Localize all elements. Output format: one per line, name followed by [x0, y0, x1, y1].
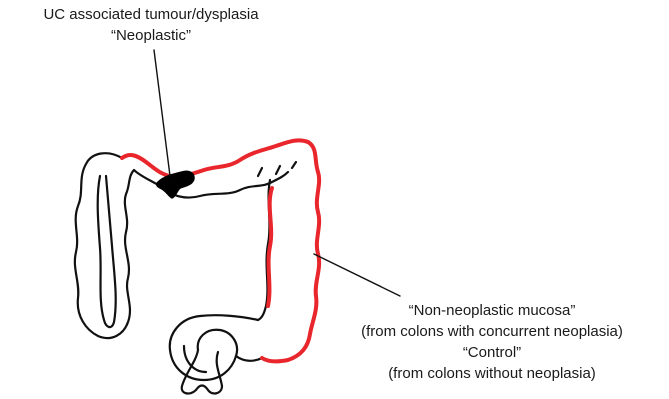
transverse-colon-upper-wall — [122, 140, 308, 176]
ascending-colon-outer-wall — [75, 153, 134, 338]
rectum-lower-wall — [236, 356, 262, 361]
fold-marking-2 — [276, 166, 280, 174]
non-neoplastic-leader-line — [314, 254, 400, 296]
non-neoplastic-highlight — [122, 140, 319, 361]
descending-colon-red-inner-wall — [268, 188, 272, 306]
appendix — [98, 176, 116, 327]
fold-marking-1 — [258, 168, 262, 176]
fold-marking-3 — [292, 162, 296, 168]
neoplastic-leader-line — [154, 50, 170, 176]
